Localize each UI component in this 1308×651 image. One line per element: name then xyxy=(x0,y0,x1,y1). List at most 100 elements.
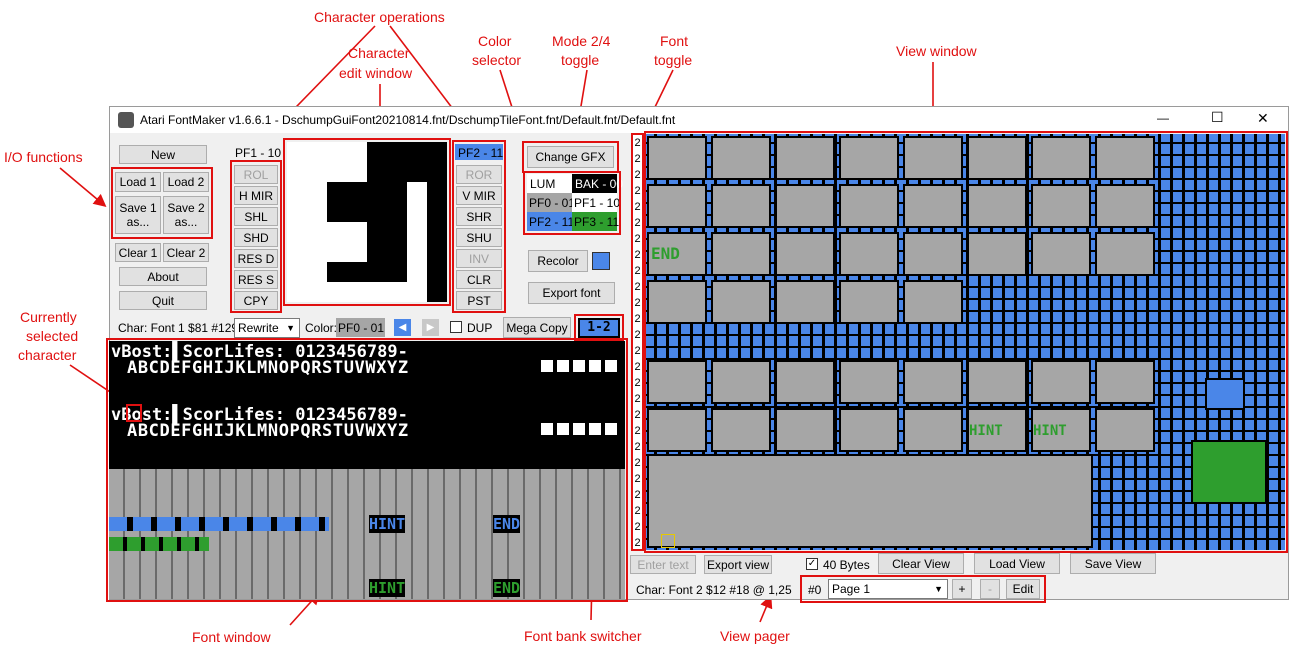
page-plus-button[interactable]: + xyxy=(952,579,972,599)
page-minus-button[interactable]: - xyxy=(980,579,1000,599)
export-view-button[interactable]: Export view xyxy=(704,555,772,574)
color-pf2-cell[interactable]: PF2 - 11 xyxy=(527,212,574,231)
clr-button[interactable]: CLR xyxy=(456,270,502,289)
mega-copy-button[interactable]: Mega Copy xyxy=(503,317,571,338)
inv-button[interactable]: INV xyxy=(456,249,502,268)
font-toggle-digit[interactable]: 2 xyxy=(634,457,641,469)
color-pf1-cell[interactable]: PF1 - 10 xyxy=(572,193,621,212)
export-font-button[interactable]: Export font xyxy=(528,282,615,304)
font-toggle-digit[interactable]: 2 xyxy=(634,233,641,245)
font-toggle-digit[interactable]: 2 xyxy=(634,185,641,197)
shd-button[interactable]: SHD xyxy=(234,228,278,247)
color-bak-cell[interactable]: BAK - 00 xyxy=(572,174,623,193)
font-toggle-digit[interactable]: 2 xyxy=(634,409,641,421)
view-tile xyxy=(711,136,771,180)
view-window[interactable]: END HINT HINT xyxy=(645,134,1285,550)
annotation-current-char-1: Currently xyxy=(20,309,77,325)
v-mir-button[interactable]: V MIR xyxy=(456,186,502,205)
load-view-button[interactable]: Load View xyxy=(974,553,1060,574)
next-color-button[interactable]: ▶ xyxy=(422,319,439,336)
font-toggle-digit[interactable]: 2 xyxy=(634,249,641,261)
font-toggle-digit[interactable]: 2 xyxy=(634,473,641,485)
h-mir-button[interactable]: H MIR xyxy=(234,186,278,205)
font-toggle-digit[interactable]: 2 xyxy=(634,281,641,293)
font-toggle-digit[interactable]: 2 xyxy=(634,297,641,309)
font-toggle-digit[interactable]: 2 xyxy=(634,361,641,373)
font-toggle-strip[interactable]: 2 2 2 2 2 2 2 2 2 2 2 2 2 2 2 2 2 2 2 2 2 2 2 2 2 2 xyxy=(631,133,644,551)
view-tile xyxy=(1031,360,1091,404)
font-toggle-digit[interactable]: 2 xyxy=(634,377,641,389)
current-color-label: PF0 - 01 xyxy=(338,321,385,335)
font-toggle-digit[interactable]: 2 xyxy=(634,153,641,165)
recolor-swatch-icon[interactable] xyxy=(592,252,610,270)
char-ops-right-highlight xyxy=(452,140,506,313)
font-toggle-digit[interactable]: 2 xyxy=(634,137,641,149)
forty-bytes-checkbox[interactable]: ✓ xyxy=(806,558,818,570)
write-mode-select[interactable]: Rewrite ▼ xyxy=(234,318,300,338)
font-bank-switcher[interactable]: 1-2 xyxy=(578,318,620,338)
clear-view-button[interactable]: Clear View xyxy=(878,553,964,574)
character-edit-grid[interactable] xyxy=(287,142,447,302)
change-gfx-button[interactable]: Change GFX xyxy=(527,146,614,168)
load-1-button[interactable]: Load 1 xyxy=(115,172,161,192)
recolor-button[interactable]: Recolor xyxy=(528,250,588,272)
shu-button[interactable]: SHU xyxy=(456,228,502,247)
pf2-color-swatch[interactable] xyxy=(455,144,503,160)
pf3-cell-label: PF3 - 11 xyxy=(574,215,620,229)
close-button[interactable]: ✕ xyxy=(1257,110,1269,126)
about-button[interactable]: About xyxy=(119,267,207,286)
font-toggle-digit[interactable]: 2 xyxy=(634,265,641,277)
font-toggle-digit[interactable]: 2 xyxy=(634,425,641,437)
annotation-view-pager: View pager xyxy=(720,628,790,644)
save-1-as-button[interactable]: Save 1 as... xyxy=(115,196,161,234)
pst-button[interactable]: PST xyxy=(456,291,502,310)
pf1-cell-label: PF1 - 10 xyxy=(574,196,621,210)
res-d-button[interactable]: RES D xyxy=(234,249,278,268)
font-toggle-digit[interactable]: 2 xyxy=(634,537,641,549)
enter-text-button[interactable]: Enter text xyxy=(630,555,696,574)
font-toggle-digit[interactable]: 2 xyxy=(634,505,641,517)
arrow-left-icon: ◀ xyxy=(398,322,407,333)
font-toggle-digit[interactable]: 2 xyxy=(634,217,641,229)
font-toggle-digit[interactable]: 2 xyxy=(634,329,641,341)
quit-button[interactable]: Quit xyxy=(119,291,207,310)
font-toggle-digit[interactable]: 2 xyxy=(634,169,641,181)
view-window-highlight xyxy=(644,131,1288,553)
prev-color-button[interactable]: ◀ xyxy=(394,319,411,336)
maximize-button[interactable]: ☐ xyxy=(1211,109,1224,125)
character-edit-window[interactable] xyxy=(287,142,447,302)
view-end-label: END xyxy=(651,244,680,263)
load-2-button[interactable]: Load 2 xyxy=(163,172,209,192)
view-tile xyxy=(775,232,835,276)
font-toggle-digit[interactable]: 2 xyxy=(634,521,641,533)
clear-1-button[interactable]: Clear 1 xyxy=(115,243,161,262)
color-lum-cell[interactable]: LUM xyxy=(527,174,572,193)
dup-checkbox[interactable] xyxy=(450,321,462,333)
font-toggle-digit[interactable]: 2 xyxy=(634,393,641,405)
clear-2-button[interactable]: Clear 2 xyxy=(163,243,209,262)
shr-button[interactable]: SHR xyxy=(456,207,502,226)
color-pf3-cell[interactable]: PF3 - 11 xyxy=(572,212,620,231)
shl-button[interactable]: SHL xyxy=(234,207,278,226)
font-tiles-blue-row xyxy=(109,517,329,531)
rol-button[interactable]: ROL xyxy=(234,165,278,184)
font-toggle-digit[interactable]: 2 xyxy=(634,345,641,357)
page-select[interactable]: Page 1 ▼ xyxy=(828,579,948,599)
chevron-down-icon: ▼ xyxy=(934,584,943,594)
font-row-4-blocks xyxy=(541,423,621,435)
font-toggle-digit[interactable]: 2 xyxy=(634,489,641,501)
font-toggle-digit[interactable]: 2 xyxy=(634,313,641,325)
save-2-label: Save 2 xyxy=(167,201,205,215)
cpy-button[interactable]: CPY xyxy=(234,291,278,310)
minimize-button[interactable]: — xyxy=(1157,111,1169,125)
font-toggle-digit[interactable]: 2 xyxy=(634,201,641,213)
save-2-as-button[interactable]: Save 2 as... xyxy=(163,196,209,234)
page-edit-button[interactable]: Edit xyxy=(1006,579,1040,599)
color-pf0-cell[interactable]: PF0 - 01 xyxy=(527,193,575,212)
font-toggle-digit[interactable]: 2 xyxy=(634,441,641,453)
save-view-button[interactable]: Save View xyxy=(1070,553,1156,574)
ror-button[interactable]: ROR xyxy=(456,165,502,184)
res-s-button[interactable]: RES S xyxy=(234,270,278,289)
new-button[interactable]: New xyxy=(119,145,207,164)
font-window[interactable]: vBost:▌ScorLifes: 0123456789- ABCDEFGHIJ… xyxy=(109,341,625,599)
